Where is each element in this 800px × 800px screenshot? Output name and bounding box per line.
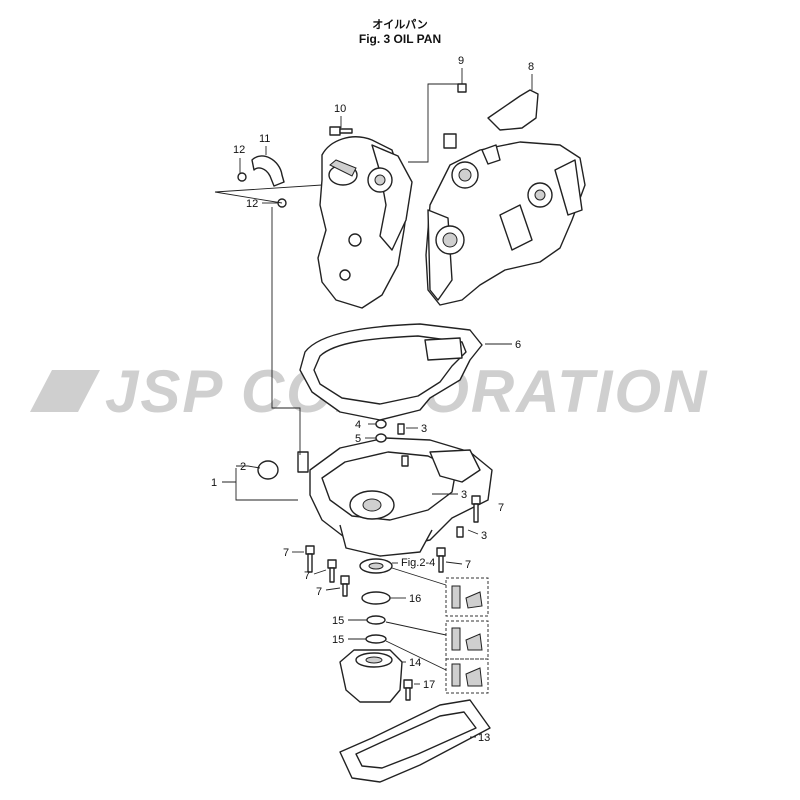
callout-9: 9 [458, 55, 464, 67]
callout-labels: 9 8 10 11 12 12 6 4 5 3 2 1 3 7 3 7 Fig.… [211, 55, 534, 744]
bracket-part-8 [487, 89, 539, 131]
nut-part-9 [457, 83, 467, 93]
callout-4: 4 [355, 419, 361, 431]
hose-part-11 [251, 155, 285, 187]
callout-12-upper: 12 [233, 144, 245, 156]
leader-lines [214, 68, 533, 738]
seal-detail-boxes [445, 577, 489, 694]
bolt-left-2 [327, 559, 337, 583]
pin-part-3-mid [401, 455, 409, 467]
callout-15-upper: 15 [332, 615, 344, 627]
callout-11: 11 [259, 133, 270, 145]
small-upper-parts [237, 83, 539, 208]
callout-7-left-3: 7 [316, 586, 322, 598]
pin-part-3-lower [456, 526, 464, 538]
plug-part-4 [375, 419, 387, 429]
callout-10: 10 [334, 103, 346, 115]
callout-13: 13 [478, 732, 490, 744]
bolts-part-7 [305, 495, 481, 597]
callout-16: 16 [409, 593, 421, 605]
clip-part-12-upper [237, 172, 247, 182]
plate-part-13 [339, 699, 491, 783]
bolt-right [471, 495, 481, 523]
callout-7-right: 7 [498, 502, 504, 514]
upper-left-housing [317, 136, 413, 309]
callout-7-left-1: 7 [283, 547, 289, 559]
callout-15-lower: 15 [332, 634, 344, 646]
callout-3-lower: 3 [481, 530, 487, 542]
pin-part-3-upper [397, 423, 405, 435]
seal-part-15-upper [366, 615, 386, 625]
callout-6: 6 [515, 339, 521, 351]
callout-3-upper: 3 [421, 423, 427, 435]
callout-12-lower: 12 [246, 198, 258, 210]
bolt-right-lower [436, 547, 446, 573]
detail-box-upper [445, 577, 489, 617]
watermark-logo-mark [30, 370, 100, 412]
callout-17: 17 [423, 679, 435, 691]
gasket-part-6 [299, 323, 483, 421]
lower-seal-parts [339, 558, 413, 703]
seal-part-2 [257, 460, 279, 480]
figure-title-english: Fig. 3 OIL PAN [358, 32, 442, 46]
callout-3-mid: 3 [461, 489, 467, 501]
figure-title-japanese: オイルパン [372, 18, 428, 31]
o-ring-part-16 [361, 591, 391, 605]
callout-1: 1 [211, 477, 217, 489]
bolt-part-17 [403, 679, 413, 701]
detail-box-lower [445, 658, 489, 694]
bolt-left-1 [305, 545, 315, 573]
fasteners-3-4-5 [375, 419, 464, 538]
callout-5: 5 [355, 433, 361, 445]
oil-pan-part-1 [257, 437, 493, 557]
seal-part-15-lower [365, 634, 387, 644]
callout-fig-2-4: Fig.2-4 [401, 557, 435, 569]
callout-8: 8 [528, 61, 534, 73]
bolt-left-3 [340, 575, 350, 597]
upper-right-housing [425, 133, 586, 306]
bolt-part-10 [329, 126, 353, 136]
callout-2: 2 [240, 461, 246, 473]
callout-7-left-2: 7 [304, 570, 310, 582]
washer-part-5 [375, 433, 387, 443]
callout-7-right-lower: 7 [465, 559, 471, 571]
callout-14: 14 [409, 657, 421, 669]
